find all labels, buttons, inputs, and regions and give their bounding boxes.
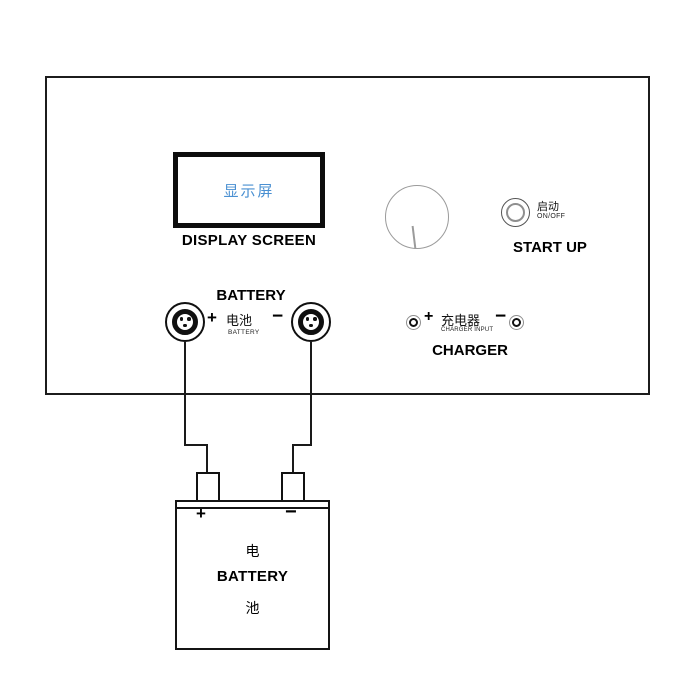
pin-icon <box>179 317 183 321</box>
display-screen: 显示屏 <box>173 152 325 228</box>
pin-icon <box>313 317 317 321</box>
battery-ports-title: BATTERY <box>216 287 286 304</box>
wire-positive-vertical-2 <box>206 444 208 473</box>
display-screen-text: 显示屏 <box>223 182 275 200</box>
startup-button-icon <box>501 198 530 227</box>
charger-title: CHARGER <box>432 342 508 359</box>
charger-cn-label: 充电器 <box>441 313 481 328</box>
pin-icon <box>309 323 313 327</box>
startup-cn-label: 启动 <box>537 201 559 213</box>
charger-jack-positive-icon <box>406 315 421 330</box>
connector-pins-icon <box>298 309 324 335</box>
battery-ports-en-label: BATTERY <box>228 329 260 336</box>
wire-positive-horizontal <box>184 444 208 446</box>
jack-center-icon <box>512 318 521 327</box>
jack-center-icon <box>409 318 418 327</box>
battery-en-label: BATTERY <box>216 568 289 585</box>
display-screen-label: DISPLAY SCREEN <box>181 232 317 249</box>
battery-terminal-negative <box>281 472 305 502</box>
battery-connector-positive-icon <box>165 302 205 342</box>
startup-label: START UP <box>513 239 587 256</box>
pin-icon <box>305 317 309 321</box>
pin-icon <box>187 317 191 321</box>
wire-negative-vertical-1 <box>310 342 312 446</box>
charger-plus-sign: + <box>424 308 434 325</box>
battery-cn-bottom-label: 池 <box>245 600 260 616</box>
battery-connector-negative-icon <box>291 302 331 342</box>
charger-minus-sign: − <box>495 306 507 327</box>
wire-negative-horizontal <box>292 444 312 446</box>
wire-positive-vertical-1 <box>184 342 186 446</box>
battery-port-plus-sign: + <box>207 308 217 327</box>
startup-onoff-label: ON/OFF <box>537 213 566 220</box>
knob-icon <box>385 185 449 249</box>
charger-input-small-label: CHARGER INPUT <box>441 327 494 333</box>
battery-minus-sign: − <box>285 501 297 523</box>
wire-negative-vertical-2 <box>292 444 294 473</box>
battery-cn-top-label: 电 <box>245 543 260 559</box>
connector-pins-icon <box>172 309 198 335</box>
battery-plus-sign: + <box>196 504 206 523</box>
battery-body <box>175 500 330 650</box>
device-panel <box>45 76 650 395</box>
pin-icon <box>183 323 187 327</box>
battery-top-line <box>177 507 328 509</box>
battery-port-minus-sign: − <box>272 306 284 327</box>
charger-jack-negative-icon <box>509 315 524 330</box>
startup-button-ring-icon <box>506 203 525 222</box>
battery-ports-cn-label: 电池 <box>226 313 253 328</box>
battery-terminal-positive <box>196 472 220 502</box>
